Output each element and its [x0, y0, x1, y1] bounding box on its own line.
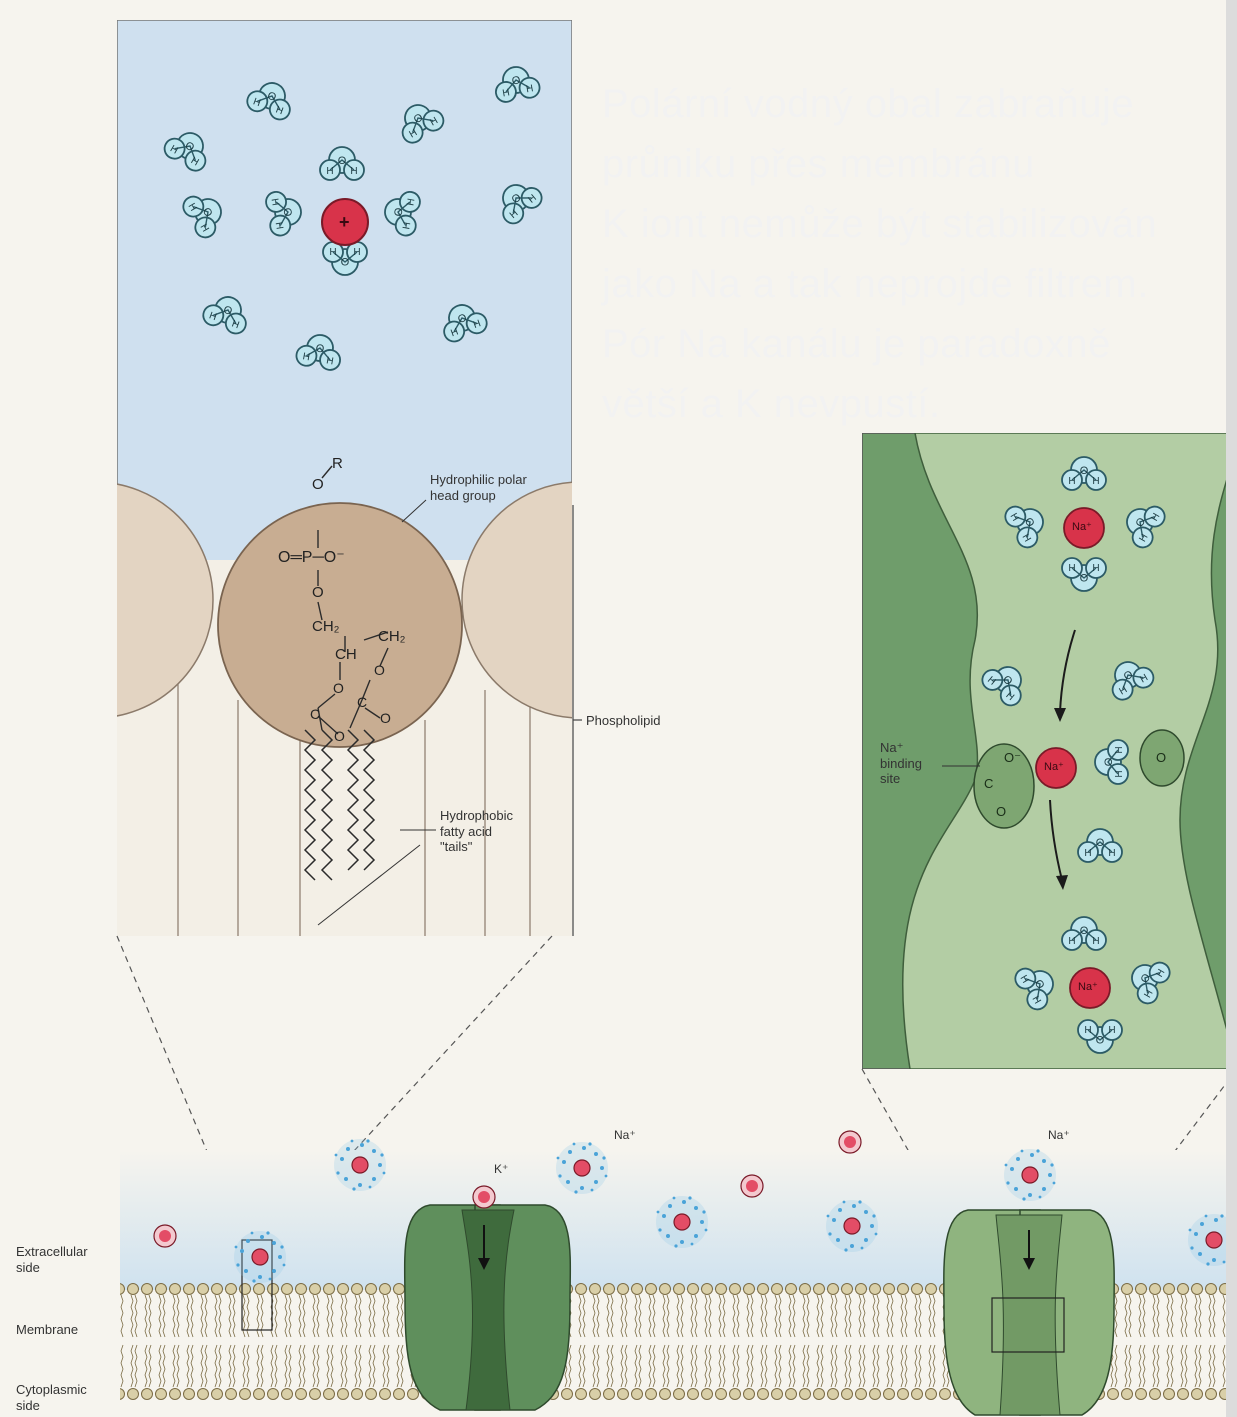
- chem-phosphate: O═P─O⁻: [278, 548, 345, 567]
- tails-label: Hydrophobic fatty acid "tails": [440, 808, 513, 855]
- overlay-line-5: Pór Na kanálu je paradoxně: [602, 314, 1237, 374]
- chem-o-carbonyl-left: O: [334, 728, 345, 745]
- na-ion-label-mid: Na⁺: [1044, 761, 1064, 774]
- na-ion-label-bottom: Na⁺: [1078, 981, 1098, 994]
- carboxyl-c: C: [984, 776, 993, 792]
- chem-ch2-left: CH₂: [312, 618, 340, 636]
- page-edge-strip: [1226, 0, 1237, 1417]
- na-ion-label-1: Na⁺: [614, 1128, 636, 1142]
- head-group-label: Hydrophilic polar head group: [430, 472, 527, 503]
- overlay-line-4: jako Na a tak neprojde filtrem.: [602, 254, 1237, 314]
- phospholipid-panel: [0, 20, 698, 936]
- membrane-view: [120, 1131, 1237, 1417]
- chem-ch: CH: [335, 646, 357, 664]
- chem-ch2-right: CH₂: [378, 628, 406, 646]
- phospholipid-label: Phospholipid: [586, 713, 660, 729]
- overlay-line-1: Polární vodný obal zabraňuje: [602, 74, 1237, 134]
- k-ion-label: K⁺: [494, 1162, 508, 1176]
- chem-o-right: O: [374, 662, 385, 679]
- chem-c-left: C: [310, 706, 320, 723]
- overlay-caption: Polární vodný obal zabraňuje průniku pře…: [602, 74, 1237, 434]
- k-channel: [405, 1205, 571, 1410]
- na-ion-label-top: Na⁺: [1072, 521, 1092, 534]
- chem-o-left: O: [333, 680, 344, 697]
- carboxyl-o: O: [996, 804, 1006, 820]
- chem-r: R: [332, 455, 343, 473]
- overlay-line-2: průniku přes membránu: [602, 134, 1237, 194]
- na-ion-label-2: Na⁺: [1048, 1128, 1070, 1142]
- cation-symbol: +: [339, 212, 350, 234]
- overlay-line-3: K iont nemůže být stabilizován: [602, 194, 1237, 254]
- extracellular-label: Extracellular side: [16, 1244, 88, 1275]
- chem-o-carbonyl-right: O: [380, 710, 391, 727]
- binding-site-label: Na⁺ binding site: [880, 740, 922, 787]
- chem-c-right: C: [357, 694, 367, 711]
- overlay-line-6: větší a K nevpustí.: [602, 374, 1237, 434]
- carboxyl-o-right: O: [1156, 750, 1166, 766]
- chem-o-mid: O: [312, 584, 324, 602]
- na-channel: [944, 1210, 1114, 1415]
- carboxyl-o-minus: O⁻: [1004, 750, 1021, 766]
- chem-o-top: O: [312, 476, 324, 494]
- cytoplasmic-label: Cytoplasmic side: [16, 1382, 87, 1413]
- membrane-label: Membrane: [16, 1322, 78, 1338]
